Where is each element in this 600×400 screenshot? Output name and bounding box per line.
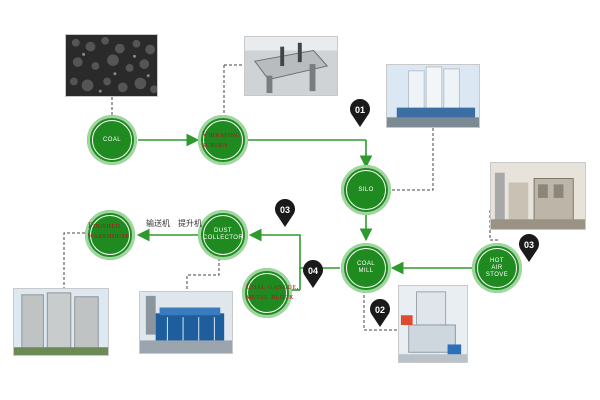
finished-warehouse-label: Finished warehouse	[88, 222, 130, 240]
coal-mill-node-label: COAL MILL	[357, 261, 375, 274]
coal-mill-node[interactable]: COAL MILL	[341, 243, 391, 293]
dashed-connectors	[63, 64, 500, 331]
hot-air-stove-node-label: HOT AIR STOVE	[485, 257, 509, 278]
finished-warehouse-label-line2: warehouse	[88, 231, 130, 240]
hot-air-stove-node[interactable]: HOT AIR STOVE	[472, 243, 522, 293]
step-badge-03-right-text: 03	[524, 240, 534, 250]
step-badge-01-text: 01	[355, 105, 365, 115]
vibrating-screen-label-line2: screen	[202, 140, 229, 149]
coal-gangue-label-line1: Coal gangue,	[246, 282, 299, 291]
flow-lines	[136, 133, 472, 291]
step-badge-02: 02	[369, 298, 391, 328]
vibrating-screen-label-line1: Vibrating	[202, 130, 241, 139]
vibrating-screen-node[interactable]	[198, 115, 248, 165]
dust-collector-node[interactable]: DUST COLLECTOR	[198, 210, 248, 260]
step-badge-01: 01	[349, 98, 371, 128]
step-badge-04: 04	[302, 259, 324, 289]
conveyor-cn-label: 输送机	[146, 219, 170, 228]
step-badge-03-left-text: 03	[280, 205, 290, 215]
step-badge-03-right: 03	[518, 233, 540, 263]
silo-node[interactable]: SILO	[341, 165, 391, 215]
silo-node-label: SILO	[358, 186, 374, 193]
dust-collector-node-label: DUST COLLECTOR	[202, 228, 244, 241]
finished-warehouse-node[interactable]	[85, 210, 135, 260]
coal-node[interactable]: COAL	[87, 115, 137, 165]
hot-air-stove-photo	[490, 162, 586, 230]
step-badge-04-text: 04	[308, 266, 318, 276]
vibrating-screen-label: Vibrating screen	[202, 131, 240, 149]
coal-gangue-label-line2: metal block	[246, 292, 295, 301]
coal-node-label: COAL	[103, 136, 121, 143]
coal-gangue-node[interactable]	[242, 268, 292, 318]
step-badge-03-left: 03	[274, 198, 296, 228]
vibrating-screen-photo	[244, 36, 338, 96]
dust-collector-photo	[139, 291, 233, 354]
coal-photo	[65, 34, 158, 97]
coal-mill-photo	[398, 285, 468, 363]
elevator-cn-label: 提升机	[178, 219, 202, 228]
silo-photo	[386, 64, 480, 128]
coal-gangue-label: Coal gangue, metal block	[246, 283, 299, 301]
finished-warehouse-photo	[13, 288, 109, 356]
finished-warehouse-label-line1: Finished	[88, 221, 121, 230]
step-badge-02-text: 02	[375, 305, 385, 315]
